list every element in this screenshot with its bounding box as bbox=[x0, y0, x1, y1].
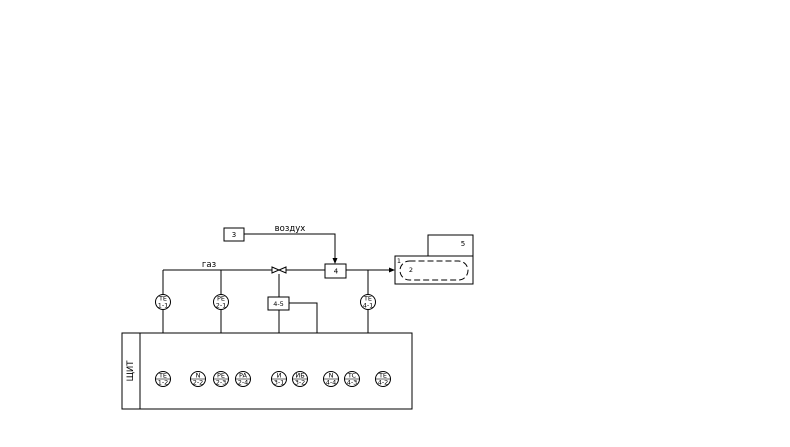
panel-instrument-tag: TE bbox=[158, 372, 167, 380]
panel-instrument-0: TE1-2 bbox=[155, 371, 171, 387]
panel-instrument-tag: TE bbox=[378, 372, 387, 380]
gas-valve-icon-right bbox=[277, 266, 287, 274]
panel-instrument-number: 4-4 bbox=[326, 379, 337, 387]
panel-instrument-2: PE2-3 bbox=[213, 371, 229, 387]
panel-instruments: TE1-2N2-2PE2-3PA2-4И3-1ИБ3-2N4-4TC4-3TE4… bbox=[155, 371, 391, 387]
block-4-5-label: 4-5 bbox=[273, 300, 284, 308]
field-instrument-number: 2-1 bbox=[216, 302, 227, 310]
field-instrument-circle bbox=[213, 294, 229, 310]
flame-zone-2 bbox=[399, 260, 469, 281]
panel-instrument-number: 1-2 bbox=[158, 379, 169, 387]
panel-instrument-3: PA2-4 bbox=[235, 371, 251, 387]
air-line bbox=[244, 233, 336, 262]
panel-instrument-5: ИБ3-2 bbox=[292, 371, 308, 387]
field-instrument-number: 4-1 bbox=[363, 302, 374, 310]
panel-instrument-number: 4-2 bbox=[378, 379, 389, 387]
panel-instrument-tag: TC bbox=[347, 372, 357, 380]
field-instrument-circle bbox=[360, 294, 376, 310]
block-4 bbox=[324, 263, 347, 279]
field-instrument-tag: PE bbox=[217, 295, 225, 303]
panel-instrument-number: 3-1 bbox=[274, 379, 285, 387]
control-panel bbox=[121, 332, 413, 410]
block-3 bbox=[223, 227, 245, 242]
panel-instrument-6: N4-4 bbox=[323, 371, 339, 387]
gas-valve-icon bbox=[271, 266, 281, 274]
field-instrument-circle bbox=[155, 294, 171, 310]
arrow-to-furnace bbox=[389, 267, 395, 273]
panel-instrument-number: 2-2 bbox=[193, 379, 204, 387]
field-instrument-2: TE4-1 bbox=[360, 294, 376, 310]
panel-instrument-1: N2-2 bbox=[190, 371, 206, 387]
panel-instrument-7: TC4-3 bbox=[344, 371, 360, 387]
field-instrument-tag: TE bbox=[158, 295, 167, 303]
panel-instrument-8: TE4-2 bbox=[375, 371, 391, 387]
panel-instrument-number: 4-3 bbox=[347, 379, 358, 387]
panel-instrument-tag: И bbox=[277, 372, 282, 380]
field-instrument-0: TE1-1 bbox=[155, 294, 171, 310]
panel-instrument-tag: PE bbox=[217, 372, 225, 380]
block-1-label: 1 bbox=[397, 257, 401, 265]
panel-instrument-number: 2-4 bbox=[238, 379, 249, 387]
panel-label: ЩИТ bbox=[126, 360, 136, 382]
air-label: воздух bbox=[275, 224, 306, 234]
furnace-block-5 bbox=[427, 234, 474, 257]
field-instrument-1: PE2-1 bbox=[213, 294, 229, 310]
panel-instrument-number: 2-3 bbox=[216, 379, 227, 387]
panel-instrument-4: И3-1 bbox=[271, 371, 287, 387]
panel-instrument-tag: ИБ bbox=[295, 372, 304, 380]
panel-instrument-tag: N bbox=[196, 372, 201, 380]
arrow-to-mixer bbox=[332, 258, 338, 264]
panel-instrument-number: 3-2 bbox=[295, 379, 306, 387]
block-3-label: 3 bbox=[232, 231, 236, 239]
panel-instrument-tag: N bbox=[329, 372, 334, 380]
field-instrument-tag: TE bbox=[363, 295, 372, 303]
gas-label: газ bbox=[202, 260, 217, 270]
block-4-label: 4 bbox=[334, 268, 339, 276]
panel-instrument-tag: PA bbox=[239, 372, 248, 380]
field-instrument-number: 1-1 bbox=[158, 302, 169, 310]
block-2-label: 2 bbox=[409, 266, 413, 274]
block-4-5 bbox=[267, 296, 290, 311]
block-5-label: 5 bbox=[461, 240, 465, 248]
